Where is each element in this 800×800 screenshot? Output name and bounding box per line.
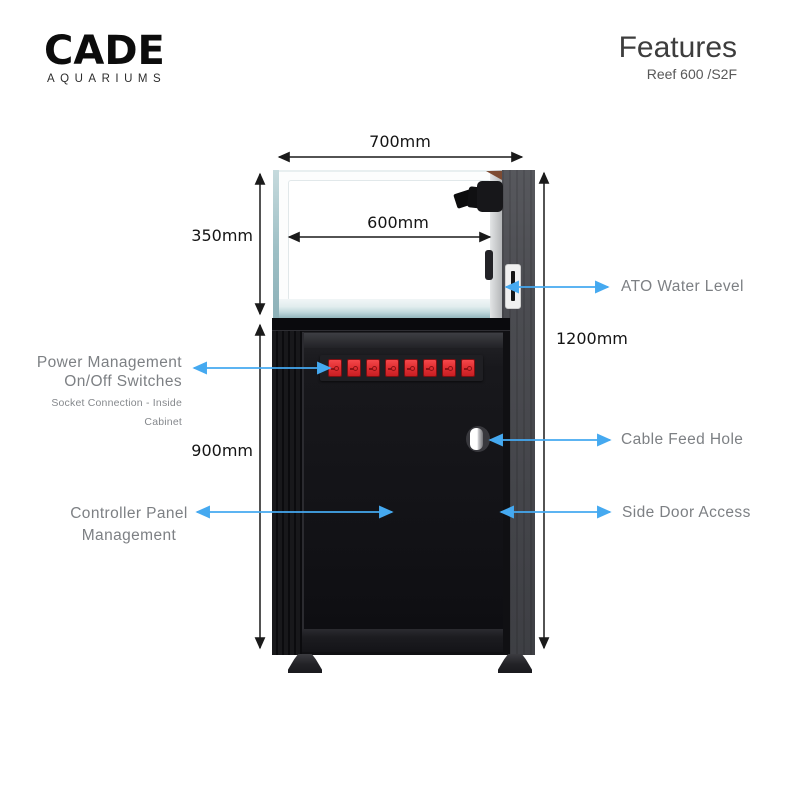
title-block: Features Reef 600 /S2F — [618, 31, 737, 83]
power-switch — [385, 359, 399, 377]
brand-tagline: AQUARIUMS — [47, 73, 167, 85]
callout-controller-line1: Controller Panel — [70, 505, 188, 522]
ato-level-slot — [511, 271, 515, 301]
power-switch-strip — [320, 355, 483, 381]
dimension-label-overall-height: 1200mm — [556, 329, 628, 348]
cabinet-top-band — [272, 318, 510, 331]
dimension-label-inner-width: 600mm — [367, 213, 429, 232]
callout-power-line1: Power Management — [36, 354, 182, 371]
page-subtitle: Reef 600 /S2F — [646, 66, 737, 82]
power-switch — [366, 359, 380, 377]
dimension-label-tank-height: 350mm — [191, 226, 253, 245]
plumbing-elbow — [486, 171, 502, 180]
cable-feed-hole — [470, 428, 483, 450]
tank-left-glass-edge — [273, 170, 279, 318]
page-title: Features — [618, 31, 737, 64]
cabinet-left-edge — [272, 318, 302, 655]
callout-power-note: Socket Connection - Inside Cabinet — [51, 397, 182, 428]
power-switch — [442, 359, 456, 377]
callout-cable-label: Cable Feed Hole — [621, 431, 744, 448]
cabinet-inner-shelf — [304, 333, 503, 348]
callout-side-door-label: Side Door Access — [622, 504, 751, 521]
ato-water-level-window — [505, 264, 521, 309]
callout-power-label: Power Management On/Off Switches Socket … — [20, 353, 182, 432]
callout-controller-line2: Management — [81, 527, 177, 544]
cabinet-foot-right — [498, 654, 532, 673]
callout-controller-label: Controller Panel Management — [53, 503, 205, 547]
overflow-slot — [485, 250, 493, 280]
cabinet-foot-left — [288, 654, 322, 673]
return-valve-body — [477, 181, 503, 212]
power-switch — [347, 359, 361, 377]
tank-bottom-glass — [279, 299, 502, 318]
dimension-label-top-width: 700mm — [369, 132, 431, 151]
power-switch — [328, 359, 342, 377]
callout-ato-label: ATO Water Level — [621, 278, 744, 295]
brand-name: CADE — [44, 28, 165, 74]
dimension-label-cabinet-height: 900mm — [191, 441, 253, 460]
cabinet-bottom-rail — [302, 629, 503, 652]
power-switch — [404, 359, 418, 377]
cabinet-door-recess — [302, 332, 503, 631]
power-switch — [423, 359, 437, 377]
callout-power-line2: On/Off Switches — [64, 373, 182, 390]
power-switch — [461, 359, 475, 377]
brand-logo: CADE AQUARIUMS — [44, 30, 166, 85]
